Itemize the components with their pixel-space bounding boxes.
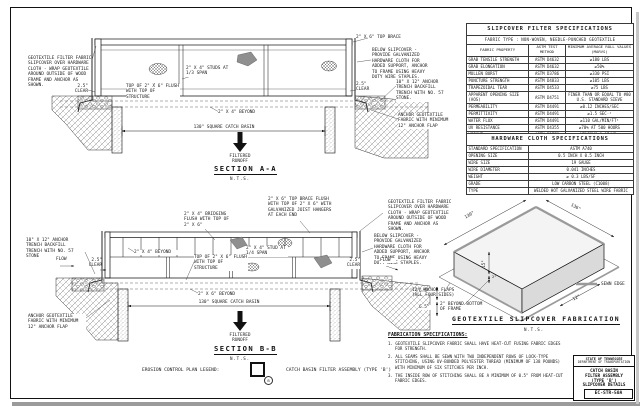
label-a-clear-left: 2.5" CLEAR [74,84,88,95]
col-fabric-property: FABRIC PROPERTY [466,43,529,57]
label-fab-beyond-bottom: 2" BEYOND BOTTOM OF FRAME [440,302,483,313]
section-b-title: SECTION B-B [214,344,277,355]
slipcover-spec-table: SLIPCOVER FILTER SPECIFICATIONS FABRIC T… [466,23,634,139]
label-a-studs-note: 2" X 4" STUDS AT 1/3 SPAN [186,66,230,77]
fab-specs-notes: 1. GEOTEXTILE SLIPCOVER FABRIC SHALL HAV… [388,341,566,386]
hardware-spec-table: HARDWARE CLOTH SPECIFICATIONS STANDARD S… [465,133,635,195]
label-a-flush-note: TOP OF 2" X 6" FLUSH WITH TOP OF STRUCTU… [126,84,180,101]
label-a-below-slipcover-note: BELOW SLIPCOVER - PROVIDE GALVANIZED HAR… [372,48,428,80]
legend-symbol-square [250,362,265,377]
label-b-flush-note: TOP OF 2" X 6" FLUSH WITH TOP OF STRUCTU… [194,255,248,272]
label-b-flow-right: FLOW [380,258,396,264]
label-b-bridging-note: 2" X 4" BRIDGING FLUSH WITH TOP OF 2" X … [184,212,236,229]
fab-dim-beyond: 2" [492,274,497,279]
label-b-beyond-2x6: 2" X 6" BEYOND [198,292,246,298]
fab-spec-note: 3. THE INSIDE ROW OF STITCHING SHALL BE … [388,372,563,383]
label-b-dim-a: 6.5" [419,289,435,295]
fab-specs-title: FABRICATION SPECIFICATIONS: [388,332,468,338]
fabrication-scale: N.T.S. [524,327,544,332]
table-row: WEIGHT≥ 0.3 LBS/SF [466,172,635,181]
section-a-scale: N.T.S. [230,176,250,181]
section-a-linework [51,37,430,159]
sheet-shadow-right [636,12,639,404]
label-b-anchor-flap-note: ANCHOR GEOTEXTILE FABRIC WITH MINIMUM 12… [28,314,86,331]
label-a-geotextile-note: GEOTEXTILE FILTER FABRIC SLIPCOVER OVER … [28,56,92,88]
label-a-runoff: FILTERED RUNOFF [229,153,251,164]
fab-dim-height: 15" [482,260,487,268]
title-block-agency: STATE OF TENNESSEE DEPARTMENT OF TRANSPO… [574,356,634,368]
label-b-geotextile-note: GEOTEXTILE FILTER FABRIC SLIPCOVER OVER … [388,200,452,232]
label-a-basin-dim: 130" SQUARE CATCH BASIN [165,125,283,131]
fab-spec-note: 2. ALL SEAMS SHALL BE SEWN WITH TWO INDE… [388,354,561,370]
label-a-anchor-trench-note: 10" X 12" ANCHOR TRENCH BACKFILL TRENCH … [396,80,454,102]
label-b-basin-dim: 130" SQUARE CATCH BASIN [170,300,288,306]
agency-state: STATE OF TENNESSEE [585,357,623,361]
label-b-beyond-2x4: 2" X 4" BEYOND [134,250,182,256]
slipcover-table-title: SLIPCOVER FILTER SPECIFICATIONS [466,23,634,36]
label-b-top-brace-note: 2" X 6" TOP BRACE FLUSH WITH TOP OF 2" X… [268,197,336,219]
label-b-clear-right: 2.5" CLEAR [341,258,360,269]
label-b-anchor-trench-note: 10" X 12" ANCHOR TRENCH BACKFILL TRENCH … [26,238,74,260]
label-a-beyond: 2" X 4" BEYOND [218,110,264,116]
label-fab-anchor-flaps: 12" ANCHOR FLAPS (ALL FOUR SIDES) [412,288,455,299]
title-block-drawing-title: CATCH BASIN FILTER ASSEMBLY (TYPE 'B') S… [582,367,626,388]
legend-symbol-letter: B [264,376,273,385]
sheet-shadow-bottom [12,402,640,406]
col-astm-method: ASTM TEST METHOD [528,43,566,57]
label-b-stud-note: 2" X 4" STUD AT 1/4 SPAN [246,246,288,257]
title-block: STATE OF TENNESSEE DEPARTMENT OF TRANSPO… [573,355,635,401]
label-a-anchor-flap-note: ANCHOR GEOTEXTILE FABRIC WITH MINIMUM 12… [398,113,454,130]
agency-department: DEPARTMENT OF TRANSPORTATION [577,360,631,365]
sheet-border [10,7,632,399]
legend-item-label: CATCH BASIN FILTER ASSEMBLY (TYPE 'B') [286,368,392,373]
label-b-clear-left: 2.5" CLEAR [88,258,102,269]
label-a-clear-right: 2.5" CLEAR [356,82,370,93]
hardware-table-title: HARDWARE CLOTH SPECIFICATIONS [465,133,635,146]
section-a-title: SECTION A-A [214,164,277,175]
col-marvs: MINIMUM AVERAGE ROLL VALUES (MARVS) [565,43,634,57]
legend-label: EROSION CONTROL PLAN LEGEND: [142,368,220,373]
slipcover-table-subtitle: FABRIC TYPE : NON-WOVEN, NEEDLE-PUNCHED … [466,34,634,45]
fabrication-title: GEOTEXTILE SLIPCOVER FABRICATION [452,315,620,325]
label-b-runoff: FILTERED RUNOFF [229,332,251,343]
label-b-flow-left: FLOW [56,257,67,262]
label-sewn-edge: SEWN EDGE [601,281,625,287]
fab-spec-note: 1. GEOTEXTILE SLIPCOVER FABRIC SHALL HAV… [388,341,561,352]
drawing-number: EC-STR-50A [584,388,633,399]
section-b-scale: N.T.S. [230,356,250,361]
label-b-below-slipcover-note: BELOW SLIPCOVER - PROVIDE GALVANIZED HAR… [374,234,434,267]
fabrication-linework [438,199,620,322]
label-a-top-brace: 2" X 6" TOP BRACE [356,35,401,40]
section-b-linework [55,212,439,342]
label-b-dim-b: 6.5" [419,305,435,311]
